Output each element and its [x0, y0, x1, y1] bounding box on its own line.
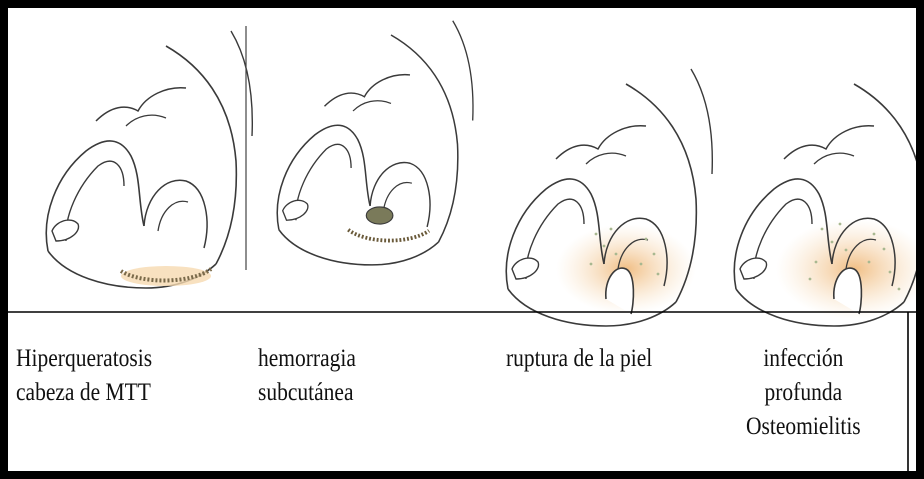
caption-line: cabeza de MTT	[16, 376, 152, 410]
caption-stage-3: ruptura de la piel	[506, 342, 652, 376]
panel-2-subcutaneous-hemorrhage	[277, 21, 473, 265]
caption-line: hemorragia	[258, 342, 356, 376]
caption-line: Osteomielitis	[746, 410, 861, 444]
caption-stage-2: hemorragia subcutánea	[258, 342, 356, 410]
caption-stage-4: infección profunda Osteomielitis	[746, 342, 861, 444]
panel-3-skin-rupture	[506, 69, 712, 326]
caption-line: subcutánea	[258, 376, 356, 410]
panel-1-hyperkeratosis	[46, 31, 252, 288]
caption-line: ruptura de la piel	[506, 342, 652, 376]
caption-line: Hiperqueratosis	[16, 342, 152, 376]
caption-row: Hiperqueratosis cabeza de MTT hemorragia…	[8, 312, 916, 471]
caption-stage-1: Hiperqueratosis cabeza de MTT	[16, 342, 152, 410]
caption-line: profunda	[746, 376, 861, 410]
caption-line: infección	[746, 342, 861, 376]
panel-4-deep-infection	[734, 69, 916, 326]
